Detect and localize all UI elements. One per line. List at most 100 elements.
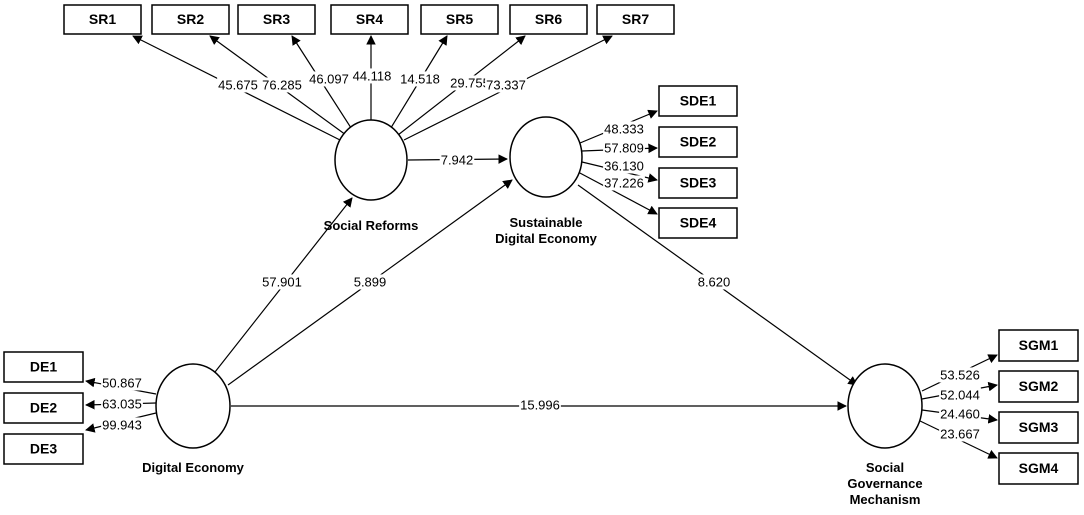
construct-digital-economy: Digital Economy (142, 363, 245, 475)
indicator-box-sde1 (658, 85, 738, 117)
loading-value-sde1-bg (603, 121, 645, 137)
construct-circle-digital-economy (155, 363, 231, 449)
indicator-box-sgm1 (998, 329, 1079, 362)
indicator-label-sgm1: SGM1 (1019, 337, 1059, 353)
indicator-de3: DE3 (3, 433, 84, 465)
indicator-box-sr2 (151, 4, 230, 35)
path-value-sr-to-sde-bg (439, 152, 475, 168)
loading-value-sde2: 57.809 (604, 140, 644, 155)
construct-label-sustainable-digital-economy-line-2: Digital Economy (495, 231, 598, 246)
loading-value-de1: 50.867 (102, 375, 142, 390)
path-value-de-to-sgm-bg (519, 397, 561, 413)
indicator-sr6: SR6 (509, 4, 588, 35)
loading-value-sr6-bg (449, 75, 491, 91)
loading-value-sgm2-bg (939, 387, 981, 403)
loading-value-sde2-bg (603, 140, 645, 156)
indicator-sr7: SR7 (596, 4, 675, 35)
indicator-label-sgm2: SGM2 (1019, 378, 1059, 394)
path-value-de-to-sr: 57.901 (262, 274, 302, 289)
indicator-sr4: SR4 (330, 4, 409, 35)
path-value-de-to-sr-bg (261, 274, 303, 290)
loading-value-sr1: 45.675 (218, 77, 258, 92)
indicator-label-sr5: SR5 (446, 11, 473, 27)
loading-arrow-sde4 (577, 171, 658, 215)
loading-value-sgm1: 53.526 (940, 367, 980, 382)
loading-value-sr4: 44.118 (353, 68, 392, 83)
indicator-label-sr7: SR7 (622, 11, 649, 27)
indicator-label-sde4: SDE4 (680, 215, 717, 231)
indicator-de2: DE2 (3, 392, 84, 424)
loading-value-sr6: 29.755 (450, 75, 490, 90)
loading-value-sr3-bg (308, 71, 350, 87)
loading-value-sr1-bg (217, 77, 259, 93)
construct-label-social-governance-mechanism-line-3: Mechanism (850, 492, 921, 507)
loading-value-de1-bg (101, 375, 143, 391)
loading-value-sr2-bg (261, 77, 303, 93)
construct-social-reforms: Social Reforms (324, 119, 419, 233)
indicator-label-sr4: SR4 (356, 11, 383, 27)
indicator-sgm1: SGM1 (998, 329, 1079, 362)
loading-value-sgm3-bg (939, 406, 981, 422)
indicator-box-sde2 (658, 126, 738, 158)
construct-circle-social-governance-mechanism (847, 363, 923, 449)
indicator-box-de2 (3, 392, 84, 424)
construct-label-social-reforms-line-1: Social Reforms (324, 218, 419, 233)
indicator-box-sde3 (658, 167, 738, 199)
construct-circle-social-reforms (334, 119, 408, 201)
loading-value-sr3: 46.097 (309, 71, 349, 86)
loading-value-sgm4-bg (939, 426, 981, 442)
path-value-de-to-sgm: 15.996 (520, 397, 560, 412)
indicator-label-sde1: SDE1 (680, 93, 717, 109)
nodes-layer: SR1 SR2 SR3 SR4 SR5 SR6 SR7SDE1SDE2SDE3SDE4DE1… (3, 4, 1079, 507)
loading-value-de2: 63.035 (102, 396, 142, 411)
loading-value-de3: 99.943 (102, 417, 142, 432)
loading-value-sde3: 36.130 (604, 158, 644, 173)
path-value-sde-to-sgm: 8.620 (698, 274, 731, 289)
loading-value-de2-bg (101, 396, 143, 412)
loading-value-sr7-bg (485, 77, 527, 93)
path-value-de-to-sde-bg (352, 274, 388, 290)
path-value-de-to-sde: 5.899 (354, 274, 387, 289)
indicator-sr5: SR5 (420, 4, 499, 35)
indicator-sgm2: SGM2 (998, 370, 1079, 403)
loading-value-sr5-bg (399, 71, 441, 87)
indicator-label-de2: DE2 (30, 400, 57, 416)
indicator-sde3: SDE3 (658, 167, 738, 199)
indicator-sgm4: SGM4 (998, 452, 1079, 485)
loading-value-sde1: 48.333 (604, 121, 644, 136)
construct-label-sustainable-digital-economy-line-1: Sustainable (510, 215, 583, 230)
indicator-label-sr1: SR1 (89, 11, 116, 27)
loading-value-sr4-bg (351, 68, 393, 84)
indicator-sde4: SDE4 (658, 207, 738, 239)
indicator-box-sr6 (509, 4, 588, 35)
loading-value-sde3-bg (603, 158, 645, 174)
indicator-label-sgm3: SGM3 (1019, 419, 1059, 435)
indicator-label-sde3: SDE3 (680, 175, 717, 191)
path-value-sde-to-sgm-bg (696, 274, 732, 290)
indicator-sde2: SDE2 (658, 126, 738, 158)
indicator-box-sgm4 (998, 452, 1079, 485)
indicator-label-sde2: SDE2 (680, 134, 717, 150)
indicator-label-sr3: SR3 (263, 11, 290, 27)
indicator-box-de3 (3, 433, 84, 465)
loading-value-de3-bg (101, 417, 143, 433)
path-value-sr-to-sde: 7.942 (441, 152, 474, 167)
indicator-box-sr4 (330, 4, 409, 35)
indicator-box-sr3 (237, 4, 316, 35)
loading-value-sgm3: 24.460 (940, 406, 980, 421)
indicator-de1: DE1 (3, 351, 84, 383)
indicator-label-de3: DE3 (30, 441, 57, 457)
indicator-label-sr6: SR6 (535, 11, 562, 27)
indicator-box-sgm2 (998, 370, 1079, 403)
indicator-label-sr2: SR2 (177, 11, 204, 27)
loading-value-sde4: 37.226 (604, 175, 644, 190)
construct-label-digital-economy-line-1: Digital Economy (142, 460, 245, 475)
indicator-sr1: SR1 (63, 4, 142, 35)
indicator-box-sr7 (596, 4, 675, 35)
indicator-box-sde4 (658, 207, 738, 239)
loading-value-sr5: 14.518 (400, 71, 440, 86)
indicator-sr3: SR3 (237, 4, 316, 35)
indicator-sde1: SDE1 (658, 85, 738, 117)
